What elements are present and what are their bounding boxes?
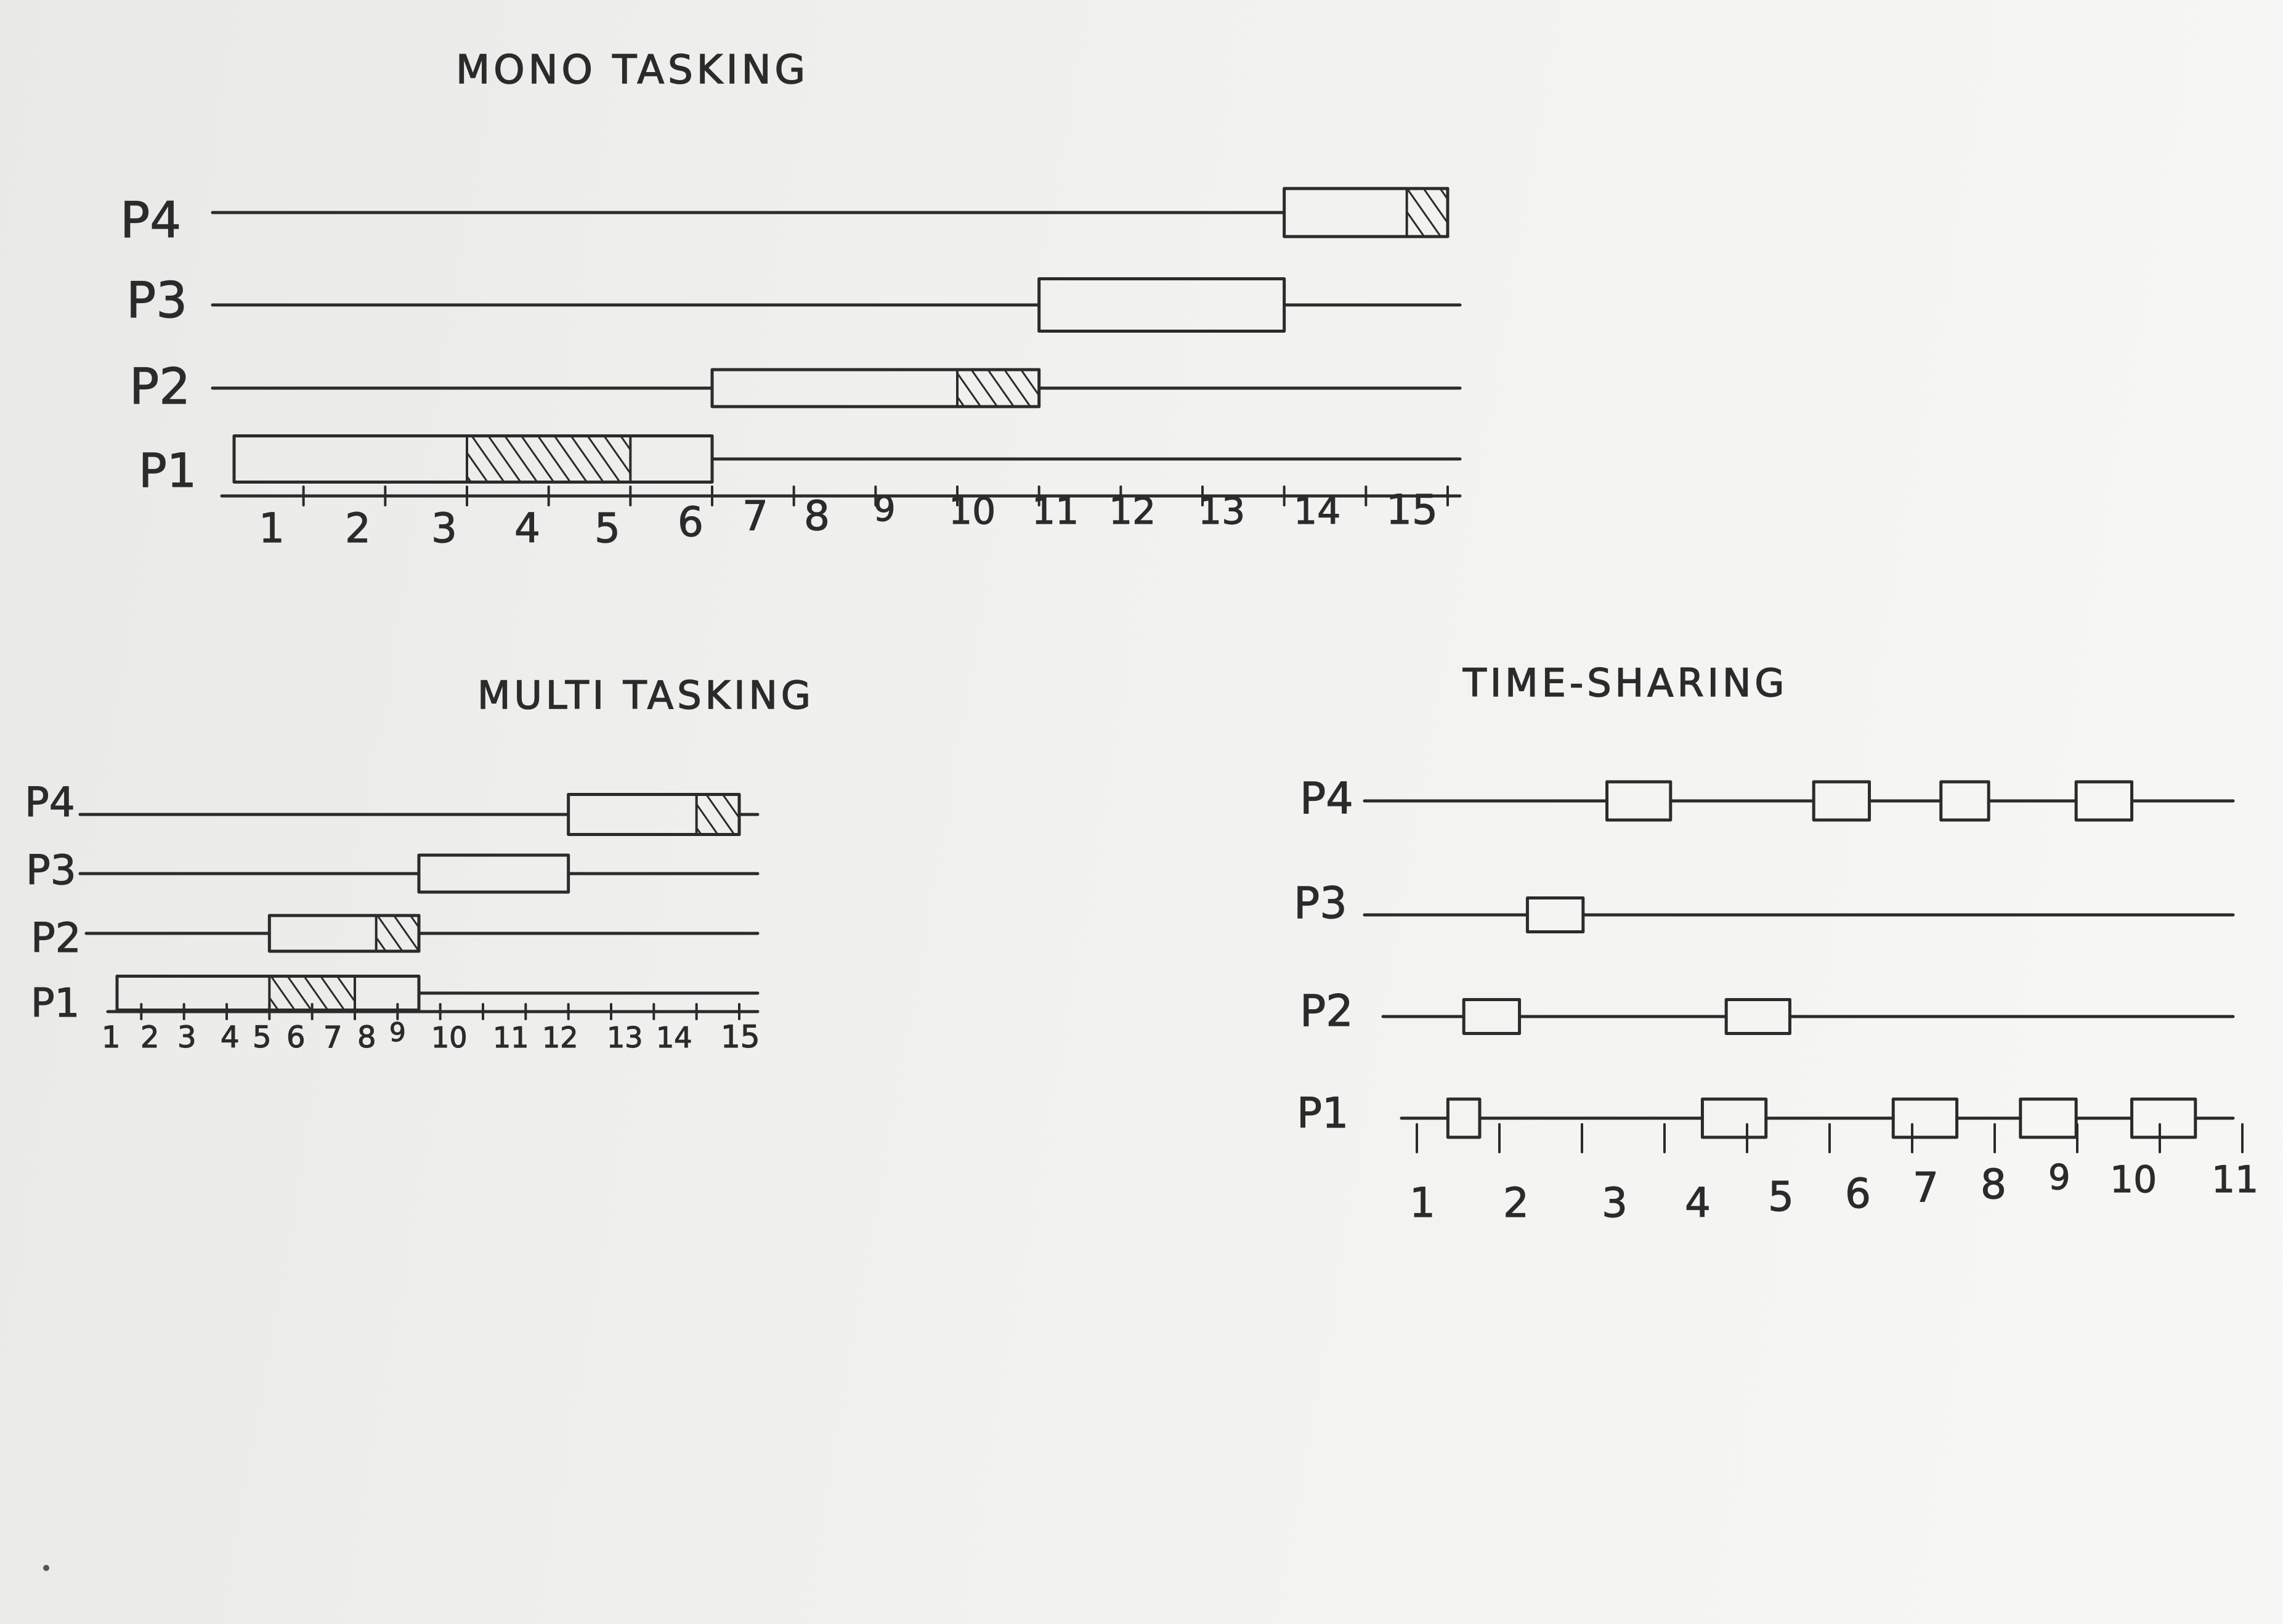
multi-p1-execution-box — [115, 975, 421, 1012]
time-sharing-title: TIME-SHARING — [1462, 660, 1788, 705]
multi-tick-12: 12 — [542, 1021, 578, 1054]
multi-label-p2: P2 — [31, 914, 81, 962]
mono-tick-1: 1 — [259, 505, 285, 552]
ts-p3-time-slice — [1525, 896, 1585, 933]
mono-tasking-title: MONO TASKING — [456, 47, 809, 93]
mono-tick-4: 4 — [514, 505, 540, 552]
mono-tick-10: 10 — [949, 490, 996, 533]
mono-axis-tick-labels: 1 2 3 4 5 6 7 8 9 10 11 12 13 14 15 — [258, 485, 1438, 552]
mono-label-p4: P4 — [120, 192, 181, 249]
ts-p4-time-slice — [1812, 780, 1871, 822]
multi-tasking-title: MULTI TASKING — [477, 673, 814, 718]
multi-p3-execution-box — [417, 853, 570, 894]
mono-p3-execution-box — [1037, 277, 1286, 333]
multi-tick-4: 4 — [221, 1020, 240, 1055]
ts-label-p4: P4 — [1300, 773, 1353, 824]
mono-tick-11: 11 — [1032, 490, 1079, 533]
multi-tick-7: 7 — [323, 1020, 343, 1055]
mono-p4-io-hatch — [1405, 187, 1450, 238]
multi-p4-io-hatch — [695, 793, 740, 836]
ts-p1-time-slice — [1446, 1097, 1482, 1139]
ts-p2-time-slice — [1724, 998, 1791, 1035]
ts-timeline-marks — [1363, 780, 2244, 1153]
multi-tick-11: 11 — [493, 1021, 529, 1054]
multi-tick-14: 14 — [656, 1021, 692, 1054]
multi-tick-2: 2 — [140, 1020, 160, 1055]
mono-p1-io-hatch — [466, 434, 632, 484]
ts-tick-1: 1 — [1409, 1179, 1435, 1227]
ts-axis-tick-labels: 1 2 3 4 5 6 7 8 9 10 11 — [1409, 1157, 2259, 1227]
ts-tick-9: 9 — [2048, 1158, 2070, 1198]
multi-tick-6: 6 — [286, 1020, 306, 1055]
mono-label-p2: P2 — [129, 358, 190, 415]
multi-tick-15: 15 — [721, 1019, 760, 1055]
ts-tick-11: 11 — [2212, 1158, 2258, 1201]
mono-tick-7: 7 — [742, 492, 768, 540]
mono-tick-15: 15 — [1386, 486, 1438, 534]
multi-timeline-marks — [78, 793, 760, 1020]
ts-p1-time-slice — [1700, 1097, 1768, 1139]
ts-tick-2: 2 — [1503, 1179, 1529, 1227]
mono-tick-2: 2 — [345, 505, 371, 552]
mono-tick-3: 3 — [431, 505, 457, 552]
mono-tasking-diagram: MONO TASKING P4 P3 P2 P1 1 2 3 4 5 6 7 8… — [120, 47, 1462, 553]
ts-tick-6: 6 — [1845, 1170, 1871, 1217]
ts-tick-7: 7 — [1913, 1164, 1939, 1211]
mono-tick-14: 14 — [1294, 490, 1340, 533]
multi-tick-9: 9 — [389, 1017, 406, 1047]
ts-tick-10: 10 — [2110, 1158, 2157, 1201]
mono-p2-io-hatch — [956, 368, 1040, 408]
mono-tick-5: 5 — [594, 505, 620, 552]
mono-tick-8: 8 — [804, 492, 830, 540]
mono-label-p3: P3 — [126, 272, 187, 329]
mono-tick-13: 13 — [1198, 490, 1245, 533]
multi-tick-13: 13 — [607, 1021, 643, 1054]
ts-label-p3: P3 — [1294, 878, 1347, 928]
multi-p2-io-hatch — [375, 914, 421, 952]
ts-p1-time-slice — [2019, 1097, 2078, 1139]
ts-p4-time-slice — [1605, 780, 1673, 822]
time-sharing-diagram: TIME-SHARING P4 P3 P2 P1 1 2 3 4 5 6 7 8… — [1293, 660, 2259, 1227]
ts-process-labels: P4 P3 P2 P1 — [1293, 773, 1353, 1138]
mono-timeline-marks — [211, 187, 1462, 506]
ts-tick-5: 5 — [1768, 1173, 1794, 1220]
ts-p4-time-slice — [1939, 780, 1990, 822]
ts-p2-time-slice — [1462, 998, 1522, 1035]
ts-tick-4: 4 — [1685, 1179, 1711, 1227]
multi-tasking-diagram: MULTI TASKING P4 P3 P2 P1 1 2 3 4 5 6 7 … — [24, 672, 814, 1055]
ts-p4-time-slice — [2074, 780, 2134, 822]
mono-label-p1: P1 — [139, 443, 197, 498]
mono-tick-9: 9 — [874, 489, 896, 529]
multi-tick-1: 1 — [102, 1020, 121, 1055]
multi-tick-8: 8 — [357, 1020, 376, 1055]
ts-label-p1: P1 — [1297, 1089, 1348, 1138]
multi-label-p4: P4 — [25, 779, 75, 826]
mono-process-labels: P4 P3 P2 P1 — [120, 191, 197, 498]
ts-p1-time-slice — [2130, 1097, 2197, 1139]
multi-axis-tick-labels: 1 2 3 4 5 6 7 8 9 10 11 12 13 14 15 — [101, 1017, 760, 1055]
multi-tick-5: 5 — [253, 1020, 272, 1055]
pen-dot — [43, 1565, 49, 1571]
mono-tick-12: 12 — [1109, 490, 1156, 533]
multi-label-p3: P3 — [26, 847, 76, 894]
multi-tick-3: 3 — [177, 1020, 197, 1055]
ts-p1-time-slice — [1891, 1097, 1959, 1139]
multi-tick-10: 10 — [431, 1021, 468, 1054]
mono-tick-6: 6 — [678, 498, 704, 546]
ts-tick-8: 8 — [1981, 1161, 2006, 1208]
multi-label-p1: P1 — [31, 981, 79, 1026]
ts-label-p2: P2 — [1300, 986, 1353, 1036]
ts-tick-3: 3 — [1602, 1179, 1628, 1227]
multi-process-labels: P4 P3 P2 P1 — [24, 778, 81, 1026]
